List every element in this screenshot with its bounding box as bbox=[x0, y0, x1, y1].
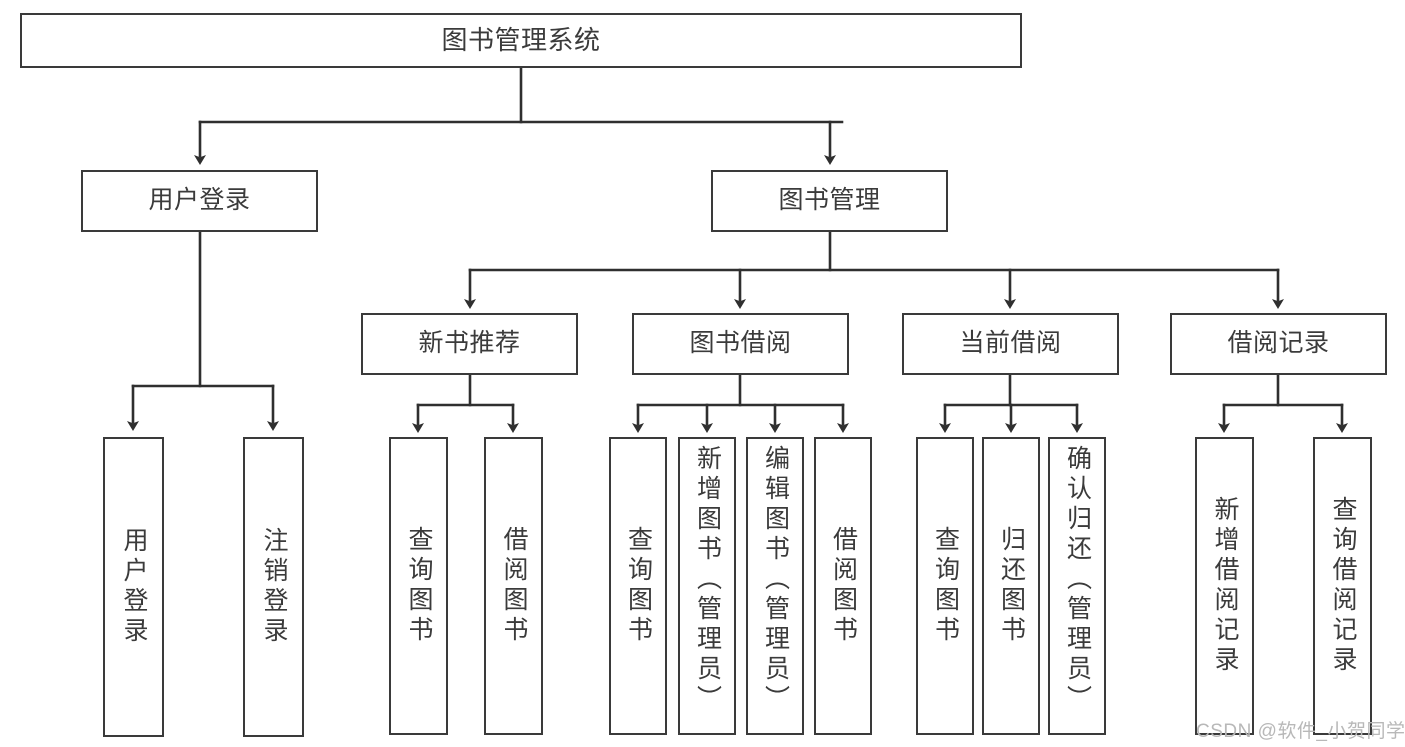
node-borrow-record[interactable]: 借阅记录 bbox=[1170, 313, 1387, 375]
node-leaf-borrow-book-2-label: 借阅图书 bbox=[829, 526, 858, 646]
node-book-borrow[interactable]: 图书借阅 bbox=[632, 313, 849, 375]
node-leaf-query-book-3[interactable]: 查询图书 bbox=[916, 437, 974, 735]
node-leaf-edit-book[interactable]: 编辑图书（管理员） bbox=[746, 437, 804, 735]
node-leaf-add-record[interactable]: 新增借阅记录 bbox=[1195, 437, 1254, 735]
node-book-manage[interactable]: 图书管理 bbox=[711, 170, 948, 232]
node-leaf-user-login-label: 用户登录 bbox=[120, 527, 148, 647]
node-leaf-add-book-label: 新增图书（管理员） bbox=[693, 445, 722, 715]
node-leaf-logout[interactable]: 注销登录 bbox=[243, 437, 304, 737]
node-book-manage-label: 图书管理 bbox=[778, 186, 881, 215]
node-leaf-user-login[interactable]: 用户登录 bbox=[103, 437, 164, 737]
node-new-book-rec[interactable]: 新书推荐 bbox=[361, 313, 578, 375]
node-book-borrow-label: 图书借阅 bbox=[689, 329, 792, 358]
node-current-borrow-label: 当前借阅 bbox=[959, 329, 1062, 358]
node-leaf-borrow-book-1-label: 借阅图书 bbox=[500, 526, 528, 646]
node-new-book-rec-label: 新书推荐 bbox=[418, 329, 521, 358]
csdn-watermark: CSDN @软件_小贺同学 bbox=[1196, 721, 1405, 742]
node-leaf-edit-book-label: 编辑图书（管理员） bbox=[761, 445, 790, 715]
node-leaf-confirm-return[interactable]: 确认归还（管理员） bbox=[1048, 437, 1106, 735]
node-leaf-query-book-1[interactable]: 查询图书 bbox=[389, 437, 448, 735]
node-borrow-record-label: 借阅记录 bbox=[1227, 329, 1330, 358]
node-leaf-return-book[interactable]: 归还图书 bbox=[982, 437, 1040, 735]
node-leaf-query-record-label: 查询借阅记录 bbox=[1329, 496, 1357, 676]
node-leaf-query-book-2[interactable]: 查询图书 bbox=[609, 437, 667, 735]
node-leaf-query-record[interactable]: 查询借阅记录 bbox=[1313, 437, 1372, 735]
node-leaf-query-book-1-label: 查询图书 bbox=[405, 526, 433, 646]
node-leaf-query-book-2-label: 查询图书 bbox=[624, 526, 653, 646]
node-leaf-query-book-3-label: 查询图书 bbox=[931, 526, 960, 646]
node-user-login[interactable]: 用户登录 bbox=[81, 170, 318, 232]
node-root[interactable]: 图书管理系统 bbox=[20, 13, 1022, 68]
node-user-login-label: 用户登录 bbox=[148, 186, 251, 215]
node-leaf-add-book[interactable]: 新增图书（管理员） bbox=[678, 437, 736, 735]
node-leaf-borrow-book-2[interactable]: 借阅图书 bbox=[814, 437, 872, 735]
node-leaf-add-record-label: 新增借阅记录 bbox=[1211, 496, 1239, 676]
node-current-borrow[interactable]: 当前借阅 bbox=[902, 313, 1119, 375]
node-leaf-borrow-book-1[interactable]: 借阅图书 bbox=[484, 437, 543, 735]
node-leaf-return-book-label: 归还图书 bbox=[997, 526, 1026, 646]
node-leaf-logout-label: 注销登录 bbox=[260, 527, 288, 647]
node-leaf-confirm-return-label: 确认归还（管理员） bbox=[1063, 445, 1092, 715]
node-root-label: 图书管理系统 bbox=[441, 25, 601, 56]
